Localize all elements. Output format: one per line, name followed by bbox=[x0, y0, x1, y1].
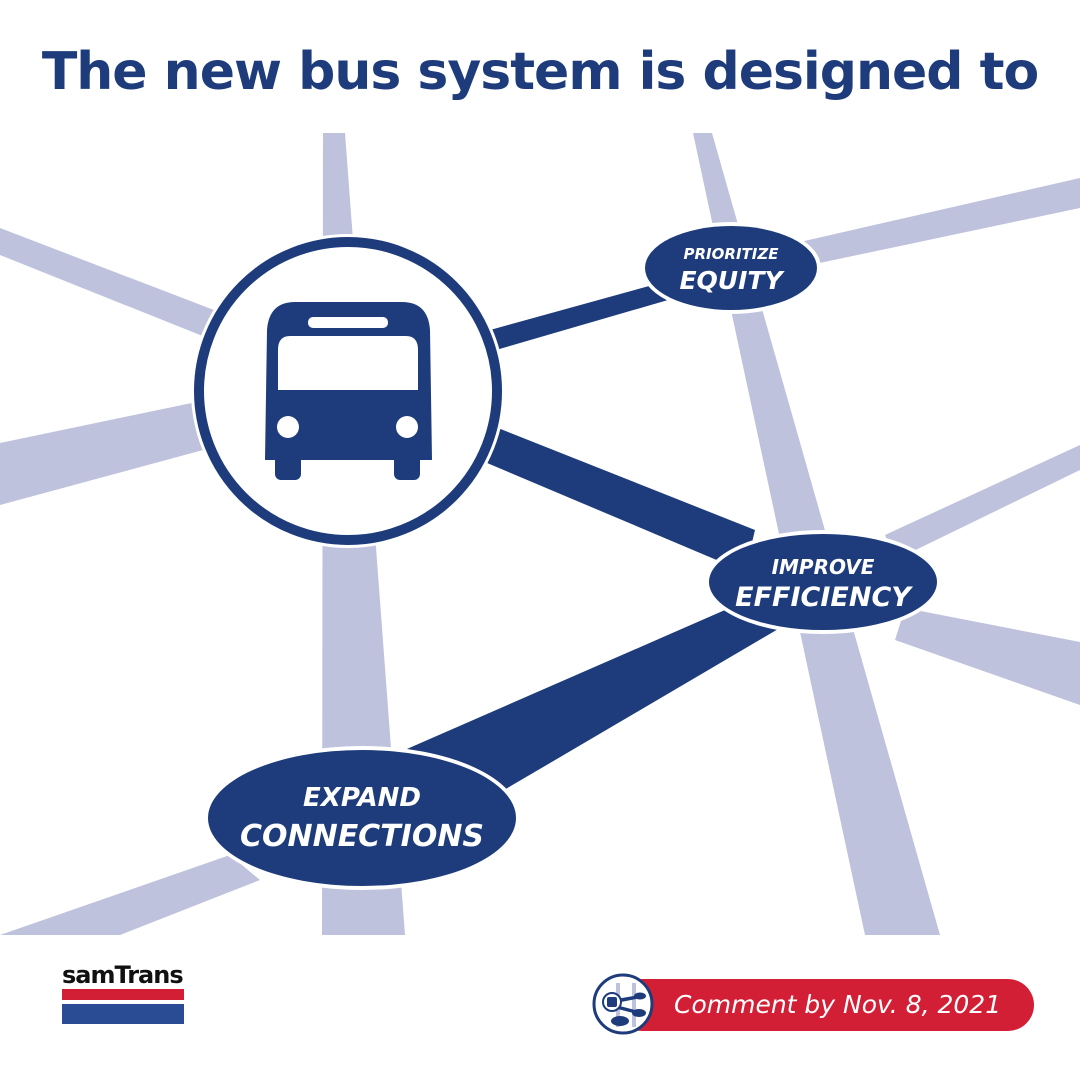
goal-connections-line1: EXPAND bbox=[303, 783, 421, 813]
background-roads bbox=[0, 133, 1080, 935]
connector-equity bbox=[490, 283, 668, 350]
goal-efficiency-line2: EFFICIENCY bbox=[735, 582, 913, 613]
road bbox=[895, 608, 1080, 705]
logo-blue-bar bbox=[62, 1004, 184, 1024]
road bbox=[800, 178, 1080, 265]
road bbox=[0, 228, 240, 345]
page-title: The new bus system is designed to bbox=[41, 42, 1039, 102]
comment-pill bbox=[616, 979, 1034, 1031]
bus-node bbox=[191, 234, 505, 548]
goal-prioritize-equity: PRIORITIZE EQUITY bbox=[641, 222, 821, 314]
goal-connections-line2: CONNECTIONS bbox=[240, 819, 484, 854]
comment-deadline-text: Comment by Nov. 8, 2021 bbox=[674, 990, 1002, 1019]
bus-front-icon bbox=[265, 302, 432, 480]
logo-red-bar bbox=[62, 989, 184, 1000]
road bbox=[885, 445, 1080, 560]
road bbox=[0, 855, 260, 935]
connector-connections bbox=[400, 610, 785, 810]
goal-improve-efficiency: IMPROVE EFFICIENCY bbox=[705, 530, 941, 634]
connectors bbox=[400, 283, 785, 810]
bus-network-badge-icon bbox=[592, 973, 654, 1035]
samtrans-logo: samTrans bbox=[62, 962, 184, 1024]
goal-expand-connections: EXPAND CONNECTIONS bbox=[204, 746, 520, 890]
samtrans-logo-text: samTrans bbox=[62, 961, 184, 989]
goal-efficiency-line1: IMPROVE bbox=[772, 555, 875, 579]
goal-equity-line1: PRIORITIZE bbox=[684, 245, 780, 263]
road bbox=[0, 395, 240, 505]
goal-equity-line2: EQUITY bbox=[679, 266, 785, 295]
comment-deadline-banner[interactable]: Comment by Nov. 8, 2021 bbox=[592, 973, 1036, 1035]
connector-efficiency bbox=[480, 428, 755, 572]
